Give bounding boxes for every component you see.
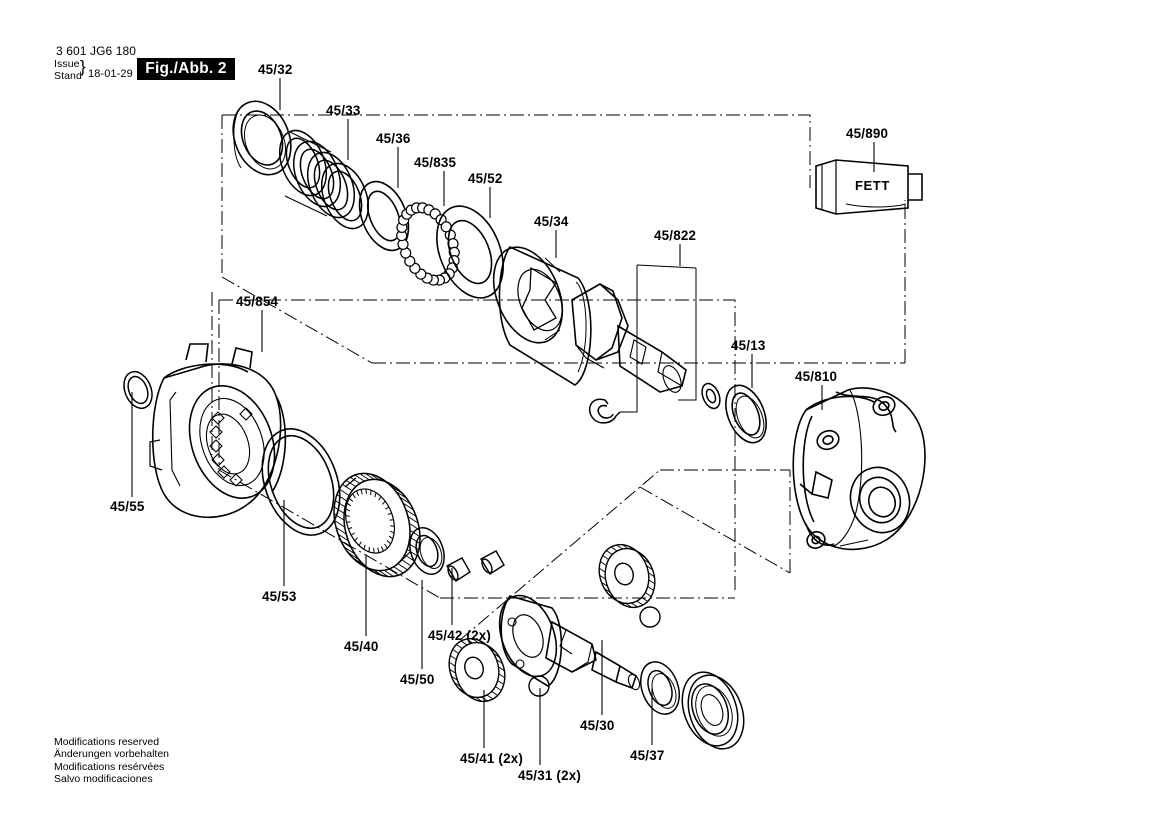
part-45-13-o-ring <box>701 382 721 410</box>
part-45-822-retaining-clip <box>588 398 621 424</box>
part-number: 3 601 JG6 180 <box>56 44 137 58</box>
callout-label-45-41-2x-: 45/41 (2x) <box>460 751 524 766</box>
callout-label-45-31-2x-: 45/31 (2x) <box>518 768 582 783</box>
stand-label: Stand <box>54 69 82 82</box>
part-oil-seal-ring <box>725 384 767 444</box>
part-45-30-rotor-shaft <box>498 594 641 691</box>
callout-45-822-bracket <box>620 264 697 413</box>
part-45-34-hammer <box>492 246 592 386</box>
part-45-40-ring-gear <box>333 472 421 578</box>
grease-tube-label: FETT <box>855 178 890 193</box>
part-45-890-grease-tube <box>815 159 923 215</box>
part-45-835-ball-cage <box>396 202 460 286</box>
part-45-37-seal <box>639 661 681 715</box>
part-45-854-housing <box>149 343 287 519</box>
part-45-32-oil-seal <box>232 100 292 176</box>
part-45-53-o-ring <box>261 428 341 536</box>
part-45-33-disc-springs <box>278 129 370 230</box>
callout-label-45-30: 45/30 <box>580 718 615 733</box>
callout-label-45-34: 45/34 <box>534 214 569 229</box>
brace-glyph: } <box>80 57 86 76</box>
callout-label-45-40: 45/40 <box>344 639 379 654</box>
callout-label-45-810: 45/810 <box>795 369 838 384</box>
part-45-822-anvil <box>571 283 687 393</box>
part-45-42-pins <box>446 550 505 582</box>
callout-label-45-52: 45/52 <box>468 171 503 186</box>
issue-date: 18-01-29 <box>88 68 133 80</box>
callout-leaders <box>131 78 875 765</box>
callout-label-45-32: 45/32 <box>258 62 293 77</box>
part-45-50-washer <box>409 527 445 575</box>
part-ball-bearing <box>681 671 745 750</box>
callout-label-45-55: 45/55 <box>110 499 145 514</box>
issue-label: Issue <box>54 58 80 70</box>
callout-label-45-42-2x-: 45/42 (2x) <box>428 628 492 643</box>
part-45-810-gear-housing <box>792 387 926 551</box>
callout-label-45-37: 45/37 <box>630 748 665 763</box>
assembly-boundary <box>211 114 906 641</box>
assembly-boundary-lower <box>218 299 736 599</box>
callout-label-45-822: 45/822 <box>654 228 697 243</box>
callout-label-45-835: 45/835 <box>414 155 457 170</box>
callout-label-45-50: 45/50 <box>400 672 435 687</box>
part-45-36-washer <box>358 180 410 252</box>
callout-label-45-854: 45/854 <box>236 294 279 309</box>
callout-label-45-13: 45/13 <box>731 338 766 353</box>
callout-label-45-33: 45/33 <box>326 103 361 118</box>
figure-number-badge: Fig./Abb. 2 <box>137 58 235 80</box>
part-45-41-planet-gear-a <box>448 637 506 703</box>
part-45-41-planet-gear-b <box>598 543 656 609</box>
footer-disclaimer: Modifications reserved Änderungen vorbeh… <box>54 736 170 786</box>
callout-label-45-53: 45/53 <box>262 589 297 604</box>
part-45-52-thrust-washer <box>436 205 504 299</box>
callout-label-45-890: 45/890 <box>846 126 889 141</box>
callout-label-45-36: 45/36 <box>376 131 411 146</box>
part-45-55-o-ring <box>123 370 153 410</box>
